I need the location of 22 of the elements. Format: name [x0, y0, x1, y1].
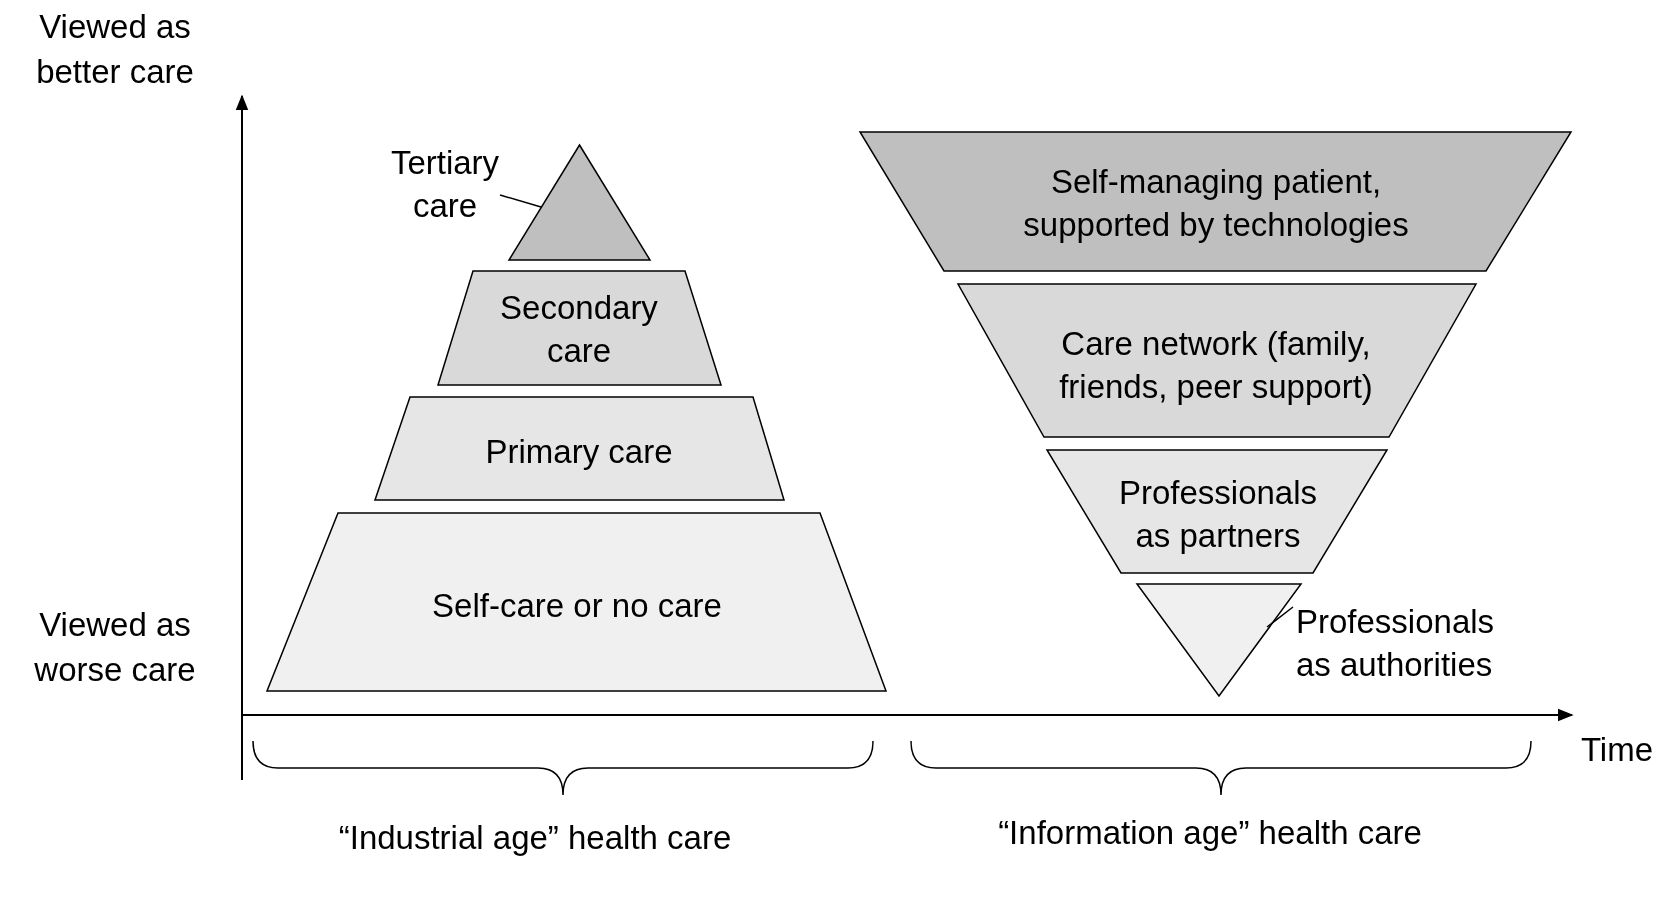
tier-label: Care network (family, friends, peer support)	[1058, 324, 1374, 407]
tier-label: Professionals as partners	[1117, 473, 1319, 556]
tier-trapezoid	[1047, 450, 1387, 573]
tier-label: Self-care or no care	[431, 585, 723, 626]
leader-line	[1266, 606, 1294, 628]
tier-trapezoid	[438, 271, 721, 385]
era-label: “Industrial age” health care	[337, 818, 733, 858]
callout-label: Professionals as authorities	[1296, 600, 1526, 686]
leader-line	[499, 194, 542, 208]
tier-label: Self-managing patient, supported by technologies	[1022, 162, 1410, 245]
tier-trapezoid	[958, 284, 1476, 437]
tier-trapezoid	[375, 397, 784, 500]
axis-label: Viewed as worse care	[33, 605, 197, 690]
callout-label: Tertiary care	[375, 141, 515, 227]
era-label: “Information age” health care	[997, 813, 1423, 853]
tier-triangle	[509, 145, 650, 260]
tier-label: Secondary care	[499, 288, 659, 371]
tier-trapezoid	[860, 132, 1571, 271]
axis-label: Viewed as better care	[35, 7, 195, 92]
tier-trapezoid	[267, 513, 886, 691]
tier-label: Primary care	[484, 431, 674, 472]
axis-label: Time	[1579, 730, 1655, 770]
